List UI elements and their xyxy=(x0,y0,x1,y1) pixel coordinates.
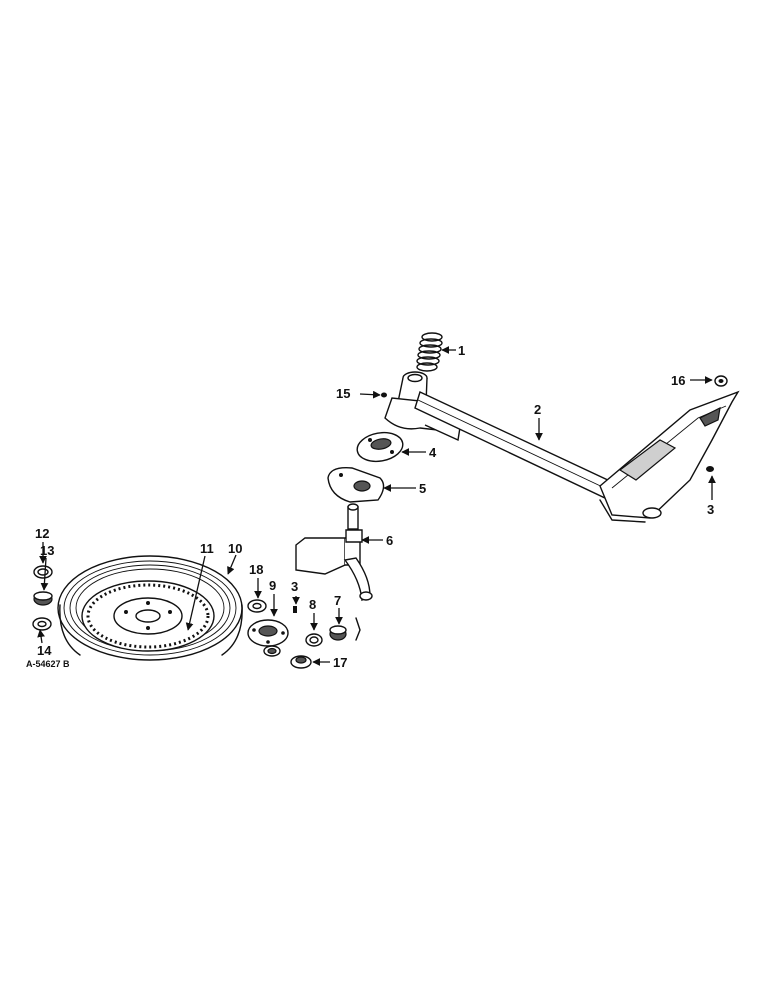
callout-13: 13 xyxy=(40,543,54,558)
callout-15: 15 xyxy=(336,386,350,401)
hub-part xyxy=(247,619,289,657)
washer-part xyxy=(32,617,52,631)
callout-3-lower: 3 xyxy=(291,579,298,594)
wheel-rim-part xyxy=(81,580,215,652)
callout-17: 17 xyxy=(333,655,347,670)
nut-part xyxy=(706,466,714,472)
spindle-part xyxy=(295,503,373,602)
callout-11: 11 xyxy=(200,541,214,556)
cap-nut-part xyxy=(329,617,361,641)
spring-part xyxy=(416,332,443,372)
callout-12: 12 xyxy=(35,526,49,541)
callout-4: 4 xyxy=(429,445,437,460)
bearing-cone-part xyxy=(290,655,312,669)
bolt-part xyxy=(293,606,297,613)
callout-7: 7 xyxy=(334,593,341,608)
callout-6: 6 xyxy=(386,533,393,548)
bearing-cup-part xyxy=(305,633,323,647)
nut-assembly-part xyxy=(33,591,53,606)
arm-assembly-part xyxy=(384,371,740,523)
end-nut-part xyxy=(714,375,728,387)
callouts: 1 2 3 3 4 5 6 7 8 9 10 11 12 13 14 15 16… xyxy=(26,343,714,670)
washer-plate-part xyxy=(356,431,404,463)
flange-plate-part xyxy=(327,467,385,503)
callout-2: 2 xyxy=(534,402,541,417)
callout-18: 18 xyxy=(249,562,263,577)
callout-8: 8 xyxy=(309,597,316,612)
leader-lines xyxy=(37,346,716,666)
callout-16: 16 xyxy=(671,373,685,388)
callout-10: 10 xyxy=(228,541,242,556)
seal-part xyxy=(247,599,267,613)
drawing-reference-number: A-54627 B xyxy=(26,659,70,669)
cap-part xyxy=(33,565,53,579)
callout-5: 5 xyxy=(419,481,426,496)
callout-14: 14 xyxy=(37,643,52,658)
callout-3-upper: 3 xyxy=(707,502,714,517)
grease-fitting-part xyxy=(381,392,387,398)
callout-1: 1 xyxy=(458,343,465,358)
callout-9: 9 xyxy=(269,578,276,593)
